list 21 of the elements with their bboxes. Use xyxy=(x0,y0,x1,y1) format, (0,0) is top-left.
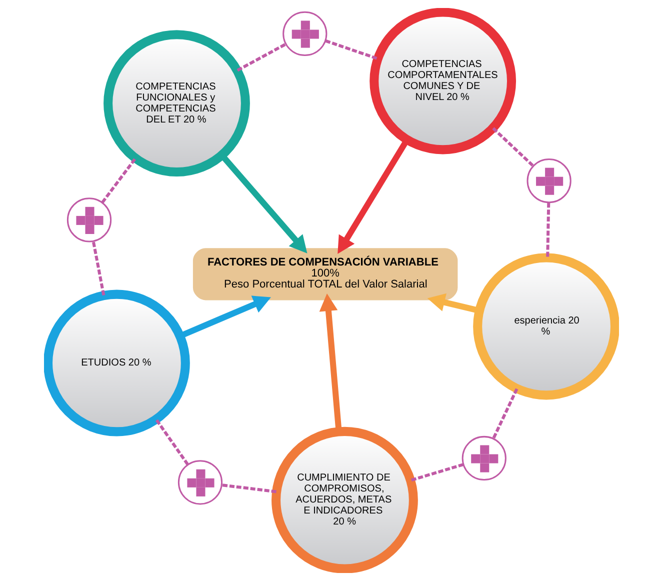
node-circle xyxy=(282,11,327,56)
connector xyxy=(100,157,136,204)
node-circle xyxy=(177,460,222,505)
connector xyxy=(546,202,550,258)
connector xyxy=(236,42,286,72)
connector xyxy=(91,241,105,296)
connector xyxy=(324,39,378,60)
connector xyxy=(491,388,518,440)
node-circle xyxy=(526,158,571,204)
connector xyxy=(154,418,188,466)
node-circle: ETUDIOS 20 % xyxy=(44,290,190,436)
node-circle xyxy=(461,436,506,481)
node-circle: COMPETENCIAS FUNCIONALES y COMPETENCIAS DEL ET 20 % xyxy=(103,30,250,176)
node-circle: CUMPLIMIENTO DE COMPROMISOS, ACUERDOS, METAS E INDICADORES 20 % xyxy=(271,426,418,573)
connector xyxy=(492,127,534,168)
node-circle: esperiencia 20 % xyxy=(472,253,618,400)
connector xyxy=(410,463,464,482)
node-circle xyxy=(66,198,112,242)
connector xyxy=(221,484,276,494)
node-box: FACTORES DE COMPENSACIÓN VARIABLE 100% Peso Porcentual TOTAL del Valor Salarial xyxy=(192,248,458,300)
node-circle: COMPETENCIAS COMPORTAMENTALES COMUNES Y DE NIVEL 20 % xyxy=(369,8,516,154)
